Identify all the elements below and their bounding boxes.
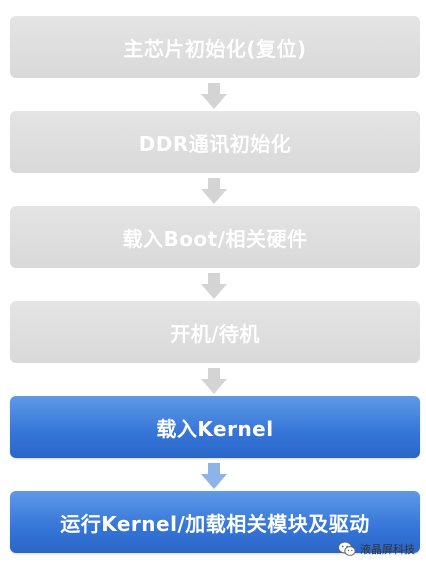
step-run-kernel: 运行Kernel/加载相关模块及驱动: [10, 491, 420, 553]
step-ddr-init: DDR通讯初始化: [10, 111, 420, 173]
watermark: 液晶屏科技: [338, 540, 415, 558]
watermark-text: 液晶屏科技: [360, 543, 415, 556]
step-load-boot: 载入Boot/相关硬件: [10, 206, 420, 268]
down-arrow-icon: [201, 368, 227, 394]
down-arrow-icon: [201, 273, 227, 299]
wechat-icon: [338, 541, 356, 557]
step-load-kernel: 载入Kernel: [10, 396, 420, 458]
step-label: 载入Boot/相关硬件: [122, 226, 308, 251]
step-label: 主芯片初始化(复位): [123, 36, 307, 61]
step-label: 运行Kernel/加载相关模块及驱动: [60, 511, 370, 536]
down-arrow-icon: [201, 178, 227, 204]
down-arrow-icon: [201, 463, 227, 489]
step-label: 开机/待机: [170, 321, 260, 346]
step-label: DDR通讯初始化: [138, 131, 292, 156]
step-power-standby: 开机/待机: [10, 301, 420, 363]
step-chip-init: 主芯片初始化(复位): [10, 16, 420, 78]
down-arrow-icon: [201, 83, 227, 109]
step-label: 载入Kernel: [156, 416, 274, 441]
